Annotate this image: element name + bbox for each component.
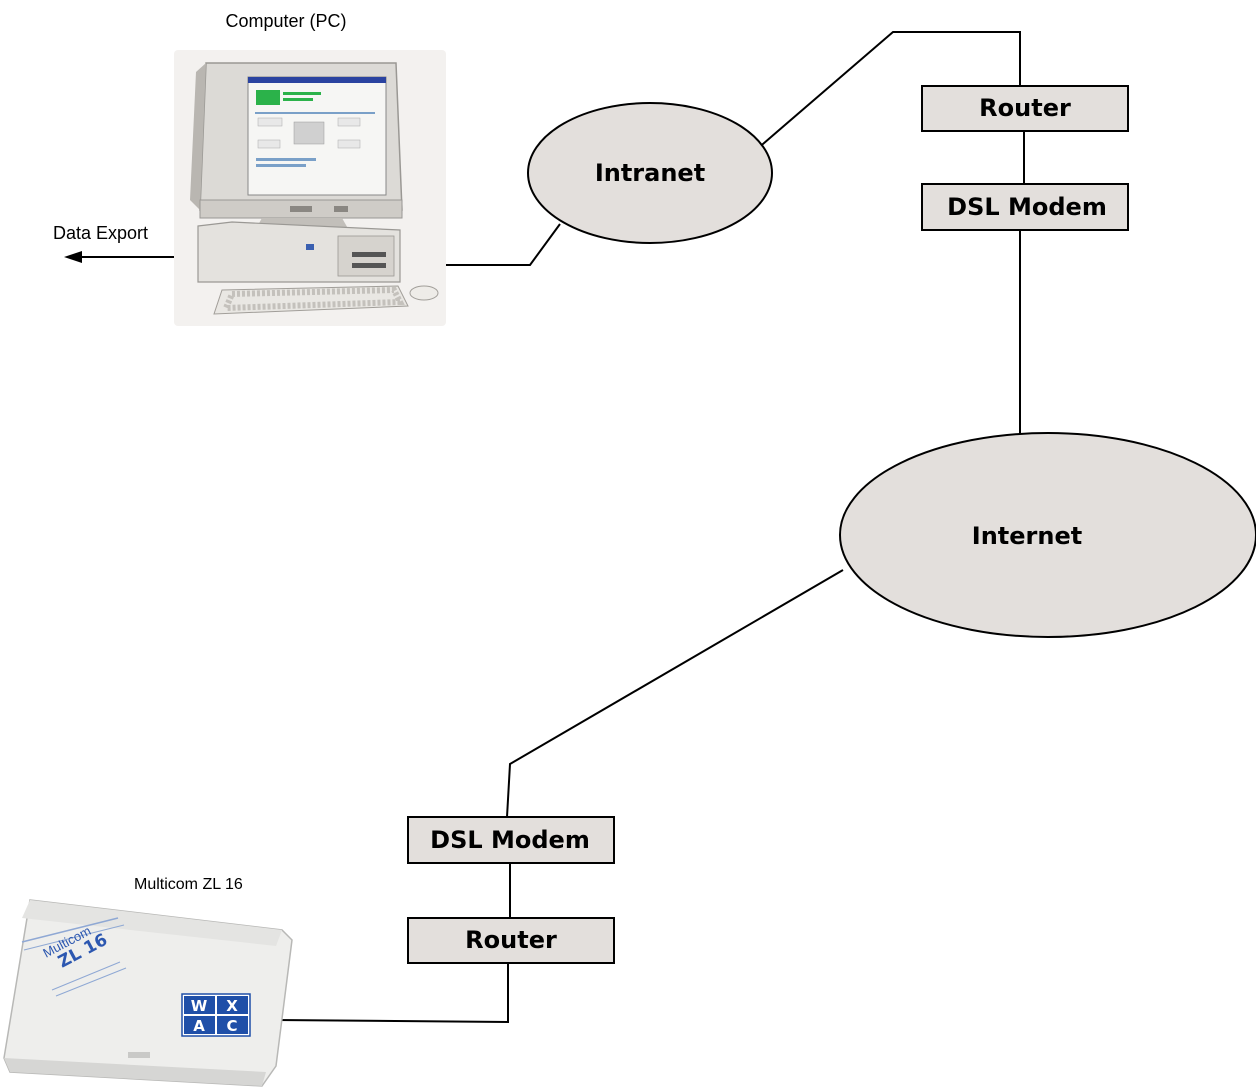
dsl-modem-bottom-node: DSL Modem <box>407 816 615 864</box>
wire-internet-to-dsl-bottom <box>506 569 844 818</box>
logo-letter-x: X <box>226 997 238 1015</box>
dsl-modem-top-label: DSL Modem <box>947 193 1107 221</box>
intranet-label: Intranet <box>595 159 705 187</box>
logo-letter-w: W <box>191 997 208 1015</box>
router-top-label: Router <box>979 94 1071 122</box>
intranet-node: Intranet <box>527 102 773 244</box>
internet-label: Internet <box>972 522 1082 550</box>
wire-intranet-to-router <box>734 31 1021 169</box>
dsl-modem-bottom-label: DSL Modem <box>430 826 590 854</box>
multicom-label: Multicom ZL 16 <box>134 876 243 893</box>
data-export-arrow-head <box>64 251 82 263</box>
multicom-device: Multicom ZL 16 W X A C <box>3 899 293 1087</box>
data-export-label: Data Export <box>53 223 148 243</box>
computer-illustration <box>174 50 446 326</box>
logo-letter-a: A <box>193 1017 205 1035</box>
logo-letter-c: C <box>226 1017 237 1035</box>
wxac-logo: W X A C <box>181 993 251 1037</box>
router-top-node: Router <box>921 85 1129 132</box>
router-bottom-label: Router <box>465 926 557 954</box>
router-bottom-node: Router <box>407 917 615 964</box>
computer-label: Computer (PC) <box>225 11 346 31</box>
internet-node: Internet <box>839 432 1256 638</box>
wire-router-to-multicom <box>275 963 509 1024</box>
connections <box>64 31 1025 1024</box>
dsl-modem-top-node: DSL Modem <box>921 183 1129 231</box>
